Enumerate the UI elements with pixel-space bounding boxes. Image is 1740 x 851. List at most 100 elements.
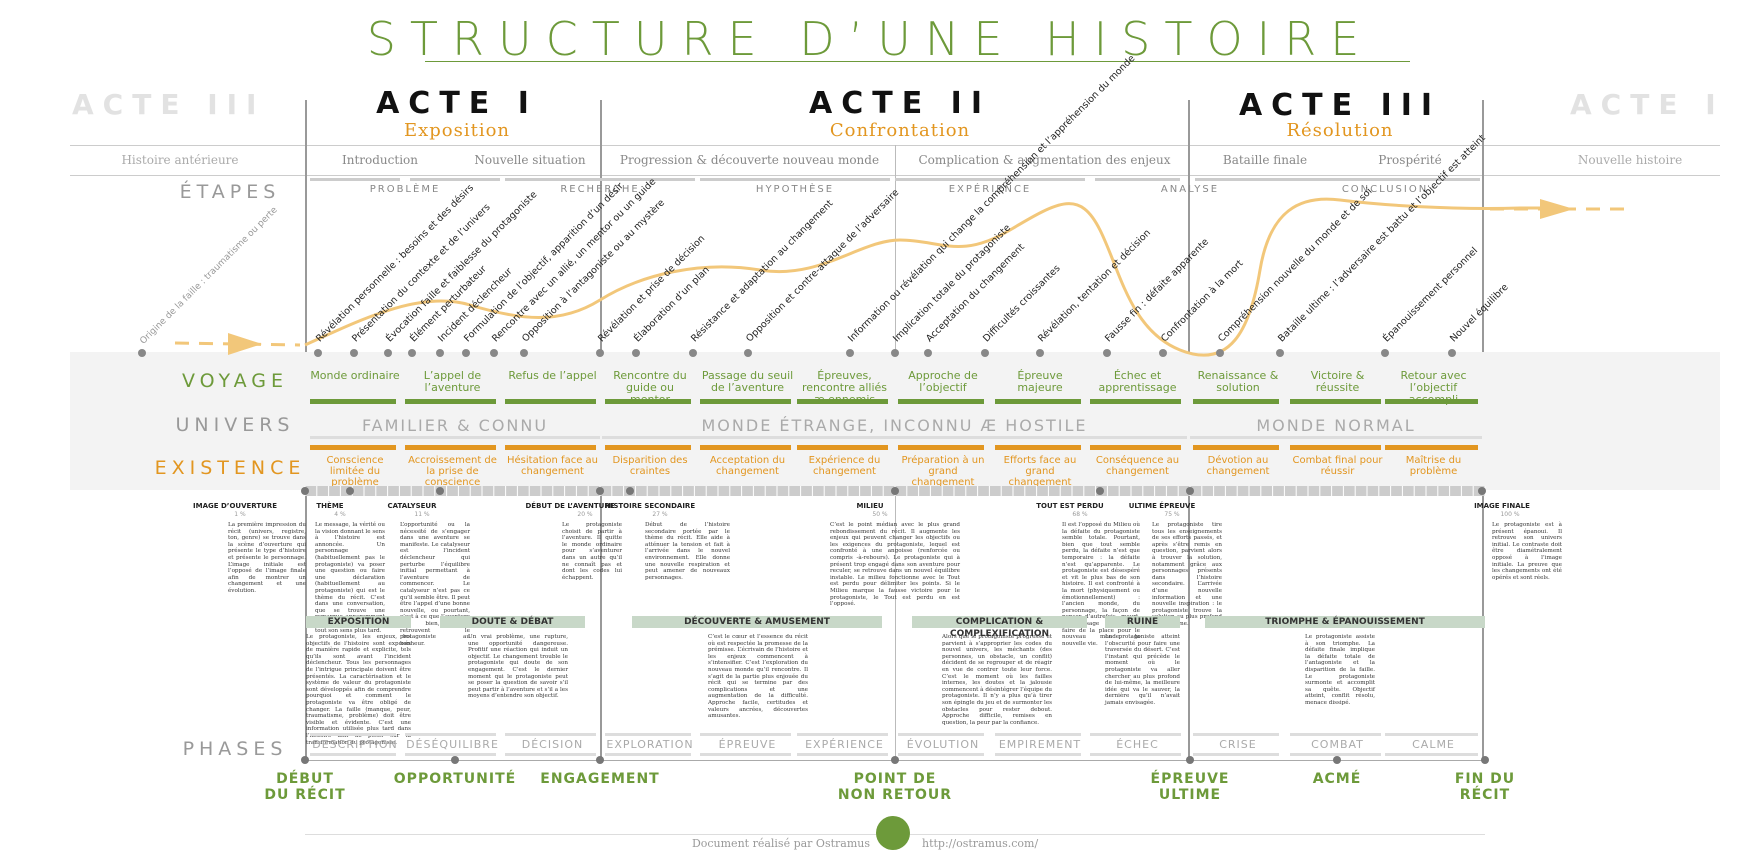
milestone-line2: DU RÉCIT — [264, 787, 346, 803]
timeline-marker — [436, 487, 444, 495]
acte-3-subtitle: Résolution — [1286, 120, 1394, 141]
etape-bar — [1095, 178, 1180, 181]
univers-familier: FAMILIER & CONNU — [361, 416, 549, 435]
phase-box-text: C’est le cœur et l’essence du récit où e… — [708, 634, 808, 720]
phase-bar — [605, 753, 691, 756]
milestone-dot — [596, 756, 604, 764]
existence-item: Préparation à un grand changement — [901, 455, 985, 488]
existence-item: Dévotion au changement — [1206, 455, 1270, 477]
beat-dot — [520, 349, 528, 357]
voyage-bar — [797, 399, 888, 404]
timeline-text: Le protagoniste choisit de partir à l’av… — [562, 522, 622, 581]
acte-1-subtitle: Exposition — [403, 120, 511, 141]
timeline-marker — [1096, 487, 1104, 495]
timeline-marker — [626, 487, 634, 495]
phase-bar — [995, 753, 1081, 756]
timeline-text: La première impression du récit (univers… — [228, 522, 306, 594]
beat-dot — [436, 349, 444, 357]
existence-bar — [505, 445, 596, 450]
existence-bar — [310, 445, 396, 450]
existence-bar — [1193, 445, 1279, 450]
milestone-dot — [301, 756, 309, 764]
milestone-dot — [1333, 756, 1341, 764]
timeline-label: HISTOIRE SECONDAIRE — [604, 502, 696, 510]
timeline-marker — [596, 487, 604, 495]
ghost-acte-left: ACTE III — [72, 88, 266, 121]
phase-bar — [505, 733, 596, 736]
beat-dot — [314, 349, 322, 357]
beat-dot — [1036, 349, 1044, 357]
phase-bar — [1385, 733, 1478, 736]
milestone-line1: OPPORTUNITÉ — [393, 771, 517, 787]
phase-bar — [797, 733, 888, 736]
timeline-text: Le protagoniste tire tous les enseigneme… — [1152, 522, 1222, 627]
backstory-dashed-line — [174, 341, 301, 347]
voyage-bar — [1290, 399, 1381, 404]
ostramus-logo-icon — [876, 816, 910, 850]
voyage-bar — [505, 399, 596, 404]
timeline-marker — [891, 487, 899, 495]
timeline-label: DÉBUT DE L’AVENTURE — [525, 502, 615, 510]
voyage-item: Renaissance & solution — [1197, 369, 1279, 394]
backstory-arrow — [228, 333, 262, 355]
stage-complication: Complication & augmentation des enjeux — [918, 153, 1171, 167]
stage-bataille-finale: Bataille finale — [1222, 153, 1308, 167]
voyage-item: Refus de l’appel — [508, 369, 597, 382]
phase-bar — [505, 753, 596, 756]
stage-prosperite: Prospérité — [1378, 153, 1442, 167]
existence-item: Conséquence au changement — [1095, 455, 1180, 477]
footer-url[interactable]: http://ostramus.com/ — [922, 837, 1039, 850]
phase-label: DÉCISION — [521, 738, 584, 751]
timeline-marker — [1478, 487, 1486, 495]
voyage-bar — [898, 399, 984, 404]
etape-bar — [700, 178, 890, 181]
phase-bar — [605, 733, 691, 736]
voyage-item: Victoire & réussite — [1310, 369, 1365, 394]
phase-bar — [700, 753, 791, 756]
beat-dot — [689, 349, 697, 357]
phase-label: DÉSÉQUILIBRE — [406, 738, 499, 751]
phase-bar — [405, 753, 496, 756]
timeline-label: IMAGE FINALE — [1474, 502, 1530, 510]
acte-1-title: ACTE I — [376, 86, 538, 121]
existence-bar — [797, 445, 888, 450]
page-title: STRUCTURE D’UNE HISTOIRE — [366, 12, 1374, 66]
phase-bar — [310, 753, 396, 756]
phase-bar — [700, 733, 791, 736]
milestone-line2: RÉCIT — [1459, 787, 1511, 803]
timeline-text: C’est le point médian avec le plus grand… — [830, 522, 960, 608]
phase-box-title: EXPOSITION — [306, 616, 411, 628]
phase-bar — [898, 733, 984, 736]
beat-dot — [1159, 349, 1167, 357]
acte-3-title: ACTE III — [1238, 88, 1442, 123]
phase-box-text: Le protagoniste assiste à son triomphe. … — [1305, 634, 1375, 706]
voyage-bar — [405, 399, 496, 404]
etape-analyse: ANALYSE — [1160, 184, 1220, 195]
etape-bar — [1195, 178, 1480, 181]
timeline-percent: 20 % — [577, 511, 593, 518]
etape-recherche: RECHERCHE — [560, 184, 640, 195]
beat-dot — [924, 349, 932, 357]
univers-bar — [1190, 436, 1482, 439]
phase-bar — [405, 733, 496, 736]
milestone-line2: NON RETOUR — [837, 787, 953, 803]
phase-box-text: Alors que le protagoniste progresse et p… — [942, 634, 1052, 726]
voyage-item: Monde ordinaire — [310, 369, 400, 382]
beat-dot — [981, 349, 989, 357]
row-label-univers: UNIVERS — [175, 414, 295, 436]
phase-bar — [1385, 753, 1478, 756]
milestone-line1: POINT DE — [853, 771, 937, 787]
stage-histoire-anterieure: Histoire antérieure — [121, 153, 239, 167]
voyage-item: Approche de l’objectif — [908, 369, 978, 394]
milestone-line1: ACMÉ — [1312, 771, 1362, 787]
existence-item: Efforts face au grand changement — [1003, 455, 1077, 488]
voyage-bar — [605, 399, 691, 404]
timeline-label: IMAGE D’OUVERTURE — [193, 502, 277, 510]
timeline-percent: 1 % — [234, 511, 246, 518]
phase-bar — [1290, 733, 1381, 736]
existence-item: Expérience du changement — [808, 455, 881, 477]
phase-box-title: COMPLICATION & COMPLEXIFICATION — [912, 616, 1087, 639]
phase-box-title: DOUTE & DÉBAT — [440, 616, 585, 628]
